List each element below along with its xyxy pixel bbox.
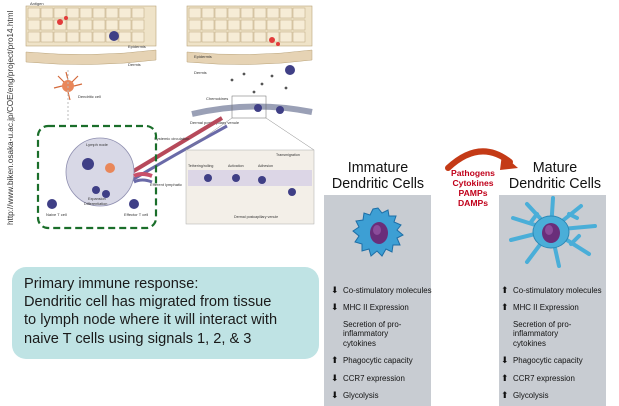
mature-header-line-1: Mature bbox=[532, 160, 578, 176]
label-differentiation: Differentiation bbox=[84, 202, 107, 206]
label-naive-t-cell: Naive T cell bbox=[46, 212, 67, 217]
mature-trait-phago: ⬇ Phagocytic capacity bbox=[501, 355, 611, 366]
trait-text: Glycolysis bbox=[343, 391, 379, 400]
callout-line-4: naive T cells using signals 1, 2, & 3 bbox=[24, 330, 252, 347]
primary-response-callout: Primary immune response: Dendritic cell … bbox=[12, 267, 319, 359]
label-venule-bottom: Dermal postcapillary venule bbox=[234, 215, 278, 219]
down-arrow-icon: ⬇ bbox=[331, 390, 339, 400]
stimulus-pamps: PAMPs bbox=[458, 188, 488, 198]
up-arrow-icon: ⬆ bbox=[501, 285, 509, 295]
label-effector-t-cell: Effector T cell bbox=[124, 212, 148, 217]
label-transmigration: Transmigration bbox=[276, 153, 300, 157]
label-adhesion: Adhesion bbox=[258, 164, 273, 168]
immature-header: Immature Dendritic Cells bbox=[303, 160, 453, 192]
label-epidermis-a: Epidermis bbox=[128, 44, 146, 49]
mature-trait-costim: ⬆ Co-stimulatory molecules bbox=[501, 285, 611, 296]
immature-trait-costim: ⬇ Co-stimulatory molecules bbox=[331, 285, 441, 296]
migrating-dendritic-cell: Dendritic cell bbox=[53, 71, 101, 101]
down-arrow-icon: ⬇ bbox=[501, 355, 509, 365]
trait-text: MHC II Expression bbox=[513, 303, 579, 312]
trait-text: Phagocytic capacity bbox=[513, 356, 583, 365]
source-url: http://www.biken.osaka-u.ac.jp/COE/eng/p… bbox=[6, 10, 15, 225]
immature-header-line-1: Immature bbox=[347, 160, 409, 176]
trait-text: Secretion of pro-inflammatory cytokines bbox=[513, 320, 572, 348]
callout-line-2: Dendritic cell has migrated from tissue bbox=[24, 294, 272, 311]
down-arrow-icon: ⬇ bbox=[331, 302, 339, 312]
up-arrow-icon: ⬆ bbox=[331, 355, 339, 365]
label-activation: Activation bbox=[228, 164, 244, 168]
label-antigen: Antigen bbox=[30, 1, 44, 6]
trait-text: Co-stimulatory molecules bbox=[513, 286, 602, 295]
immature-trait-glyco: ⬇ Glycolysis bbox=[331, 390, 441, 401]
down-arrow-icon: ⬇ bbox=[331, 285, 339, 295]
up-arrow-icon: ⬆ bbox=[501, 390, 509, 400]
stimulus-pathogens: Pathogens bbox=[451, 168, 495, 178]
immature-trait-cytokines: Secretion of pro-inflammatory cytokines bbox=[331, 320, 415, 348]
up-arrow-icon: ⬆ bbox=[501, 373, 509, 383]
maturation-stimuli: Pathogens Cytokines PAMPs DAMPs bbox=[445, 168, 501, 208]
mature-header: Mature Dendritic Cells bbox=[480, 160, 619, 192]
stimulus-cytokines: Cytokines bbox=[452, 178, 494, 188]
label-lymph-node: Lymph node bbox=[86, 142, 109, 147]
lymph-node-box: Lymph node Naive T cell Expansion Differ… bbox=[36, 124, 158, 230]
trait-text: CCR7 expression bbox=[343, 374, 405, 383]
label-expansion: Expansion bbox=[88, 197, 106, 201]
mature-dendritic-cell-icon bbox=[509, 196, 597, 268]
immature-trait-phago: ⬆ Phagocytic capacity bbox=[331, 355, 441, 366]
callout-line-1: Primary immune response: bbox=[24, 276, 199, 292]
trait-text: MHC II Expression bbox=[343, 303, 409, 312]
skin-panel-left: Epidermis Dermis Antigen bbox=[25, 1, 157, 67]
skin-panel-right: Epidermis Dermis Chemokines bbox=[186, 5, 313, 101]
label-tethering: Tethering/rolling bbox=[188, 164, 213, 168]
immature-trait-ccr7: ⬇ CCR7 expression bbox=[331, 373, 441, 384]
mature-trait-glyco: ⬆ Glycolysis bbox=[501, 390, 611, 401]
immature-header-line-2: Dendritic Cells bbox=[331, 176, 425, 192]
immature-dendritic-cell-icon bbox=[352, 207, 404, 257]
callout-line-3: to lymph node where it will interact wit… bbox=[24, 312, 278, 329]
label-epidermis-b: Epidermis bbox=[194, 54, 212, 59]
down-arrow-icon: ⬇ bbox=[331, 373, 339, 383]
label-dermis-b: Dermis bbox=[194, 70, 207, 75]
trait-text: Co-stimulatory molecules bbox=[343, 286, 432, 295]
mature-header-line-2: Dendritic Cells bbox=[508, 176, 602, 192]
label-chemokines: Chemokines bbox=[206, 96, 228, 101]
immune-response-figure: Epidermis Dermis Antigen Dendritic cell … bbox=[22, 0, 318, 232]
immature-trait-mhc: ⬇ MHC II Expression bbox=[331, 302, 441, 313]
trait-text: CCR7 expression bbox=[513, 374, 575, 383]
label-dendritic-cell: Dendritic cell bbox=[78, 94, 101, 99]
trait-text: Phagocytic capacity bbox=[343, 356, 413, 365]
mature-trait-ccr7: ⬆ CCR7 expression bbox=[501, 373, 611, 384]
label-dermis-a: Dermis bbox=[128, 62, 141, 67]
trait-text: Glycolysis bbox=[513, 391, 549, 400]
mature-trait-cytokines: Secretion of pro-inflammatory cytokines bbox=[501, 320, 585, 348]
label-systemic-circulation: Systemic circulation bbox=[154, 136, 189, 141]
maturation-arrow-icon bbox=[445, 148, 518, 171]
transmigration-inset: Tethering/rolling Activation Adhesion Tr… bbox=[185, 117, 315, 225]
trait-text: Secretion of pro-inflammatory cytokines bbox=[343, 320, 402, 348]
mature-trait-mhc: ⬆ MHC II Expression bbox=[501, 302, 611, 313]
stimulus-damps: DAMPs bbox=[457, 198, 489, 208]
up-arrow-icon: ⬆ bbox=[501, 302, 509, 312]
label-efferent-lymphatic: Efferent lymphatic bbox=[150, 182, 182, 187]
